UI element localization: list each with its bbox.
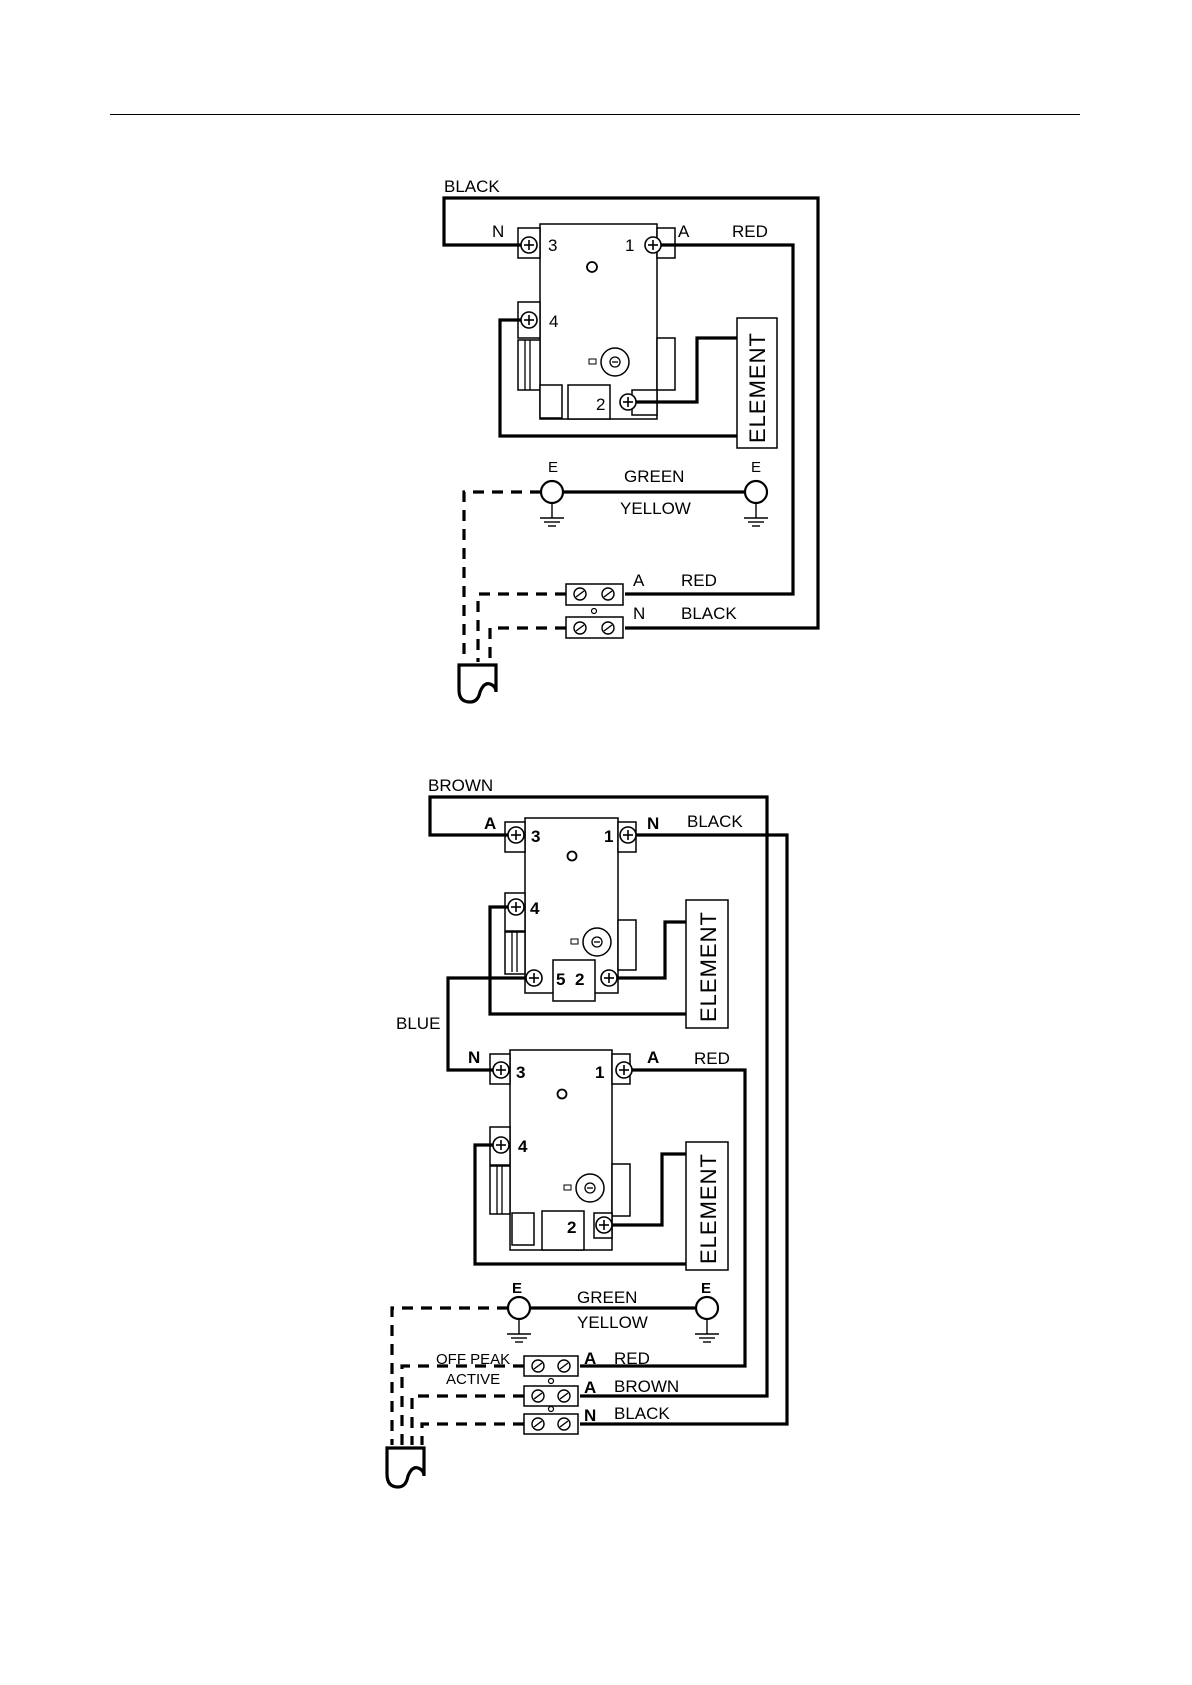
terminal-4-label: 4 bbox=[549, 312, 558, 331]
terminal-2-label: 2 bbox=[596, 395, 605, 414]
label-brown-supply: BROWN bbox=[614, 1377, 679, 1396]
thermostat-lower bbox=[490, 1050, 632, 1250]
label-red-supply: RED bbox=[681, 571, 717, 590]
label-off-peak: OFF PEAK bbox=[436, 1351, 510, 1368]
label-red: RED bbox=[732, 222, 768, 241]
label-n: N bbox=[492, 222, 504, 241]
label-blue: BLUE bbox=[396, 1014, 440, 1033]
lower-terminal-4-label: 4 bbox=[518, 1137, 528, 1156]
label-e-left: E bbox=[548, 459, 558, 476]
upper-terminal-5-label: 5 bbox=[556, 970, 565, 989]
wiring-diagram-single-element: 3 1 4 2 ELEMENT bbox=[444, 177, 818, 702]
label-yellow-2: YELLOW bbox=[577, 1313, 648, 1332]
label-black-supply: BLACK bbox=[681, 604, 737, 623]
label-green-2: GREEN bbox=[577, 1288, 637, 1307]
thermostat-top bbox=[518, 224, 675, 419]
label-n-lower: N bbox=[468, 1048, 480, 1067]
earth-right-icon bbox=[744, 481, 768, 526]
label-e-right: E bbox=[751, 459, 761, 476]
upper-terminal-3-label: 3 bbox=[531, 827, 540, 846]
earth-left-icon bbox=[540, 481, 564, 526]
label-brown: BROWN bbox=[428, 776, 493, 795]
label-a-supply: A bbox=[633, 571, 645, 590]
terminal-block-bottom bbox=[524, 1356, 578, 1434]
lead-neutral-dashed-2 bbox=[422, 1424, 524, 1445]
earth-left-icon-2 bbox=[507, 1297, 531, 1342]
label-black: BLACK bbox=[444, 177, 500, 196]
label-n-upper: N bbox=[647, 814, 659, 833]
terminal-1-label: 1 bbox=[625, 236, 634, 255]
label-a: A bbox=[678, 222, 690, 241]
label-black-supply-2: BLACK bbox=[614, 1404, 670, 1423]
lower-terminal-1-label: 1 bbox=[595, 1063, 604, 1082]
lead-neutral-dashed bbox=[490, 628, 566, 662]
upper-terminal-4-label: 4 bbox=[530, 899, 540, 918]
label-a-brown: A bbox=[584, 1378, 596, 1397]
label-n-supply: N bbox=[633, 604, 645, 623]
wiring-diagram-twin-element: 3 1 4 5 2 ELEMENT bbox=[387, 776, 787, 1487]
label-red-lower: RED bbox=[694, 1049, 730, 1068]
element-upper-label: ELEMENT bbox=[696, 911, 721, 1022]
label-yellow: YELLOW bbox=[620, 499, 691, 518]
plug-icon-2 bbox=[387, 1448, 424, 1487]
label-e-right-2: E bbox=[701, 1280, 711, 1297]
thermostat-upper bbox=[505, 818, 636, 1001]
earth-right-icon-2 bbox=[695, 1297, 719, 1342]
element-top: ELEMENT bbox=[737, 318, 777, 448]
lead-active-dashed-2 bbox=[412, 1396, 524, 1445]
lead-earth-dashed bbox=[464, 492, 541, 662]
label-e-left-2: E bbox=[512, 1280, 522, 1297]
label-green: GREEN bbox=[624, 467, 684, 486]
terminal-block-top bbox=[566, 584, 623, 638]
terminal-3-label: 3 bbox=[548, 236, 557, 255]
element-lower-label: ELEMENT bbox=[696, 1153, 721, 1264]
lower-terminal-3-label: 3 bbox=[516, 1063, 525, 1082]
label-active: ACTIVE bbox=[446, 1371, 500, 1388]
label-a-upper: A bbox=[484, 814, 496, 833]
element-upper: ELEMENT bbox=[686, 900, 728, 1028]
upper-terminal-2-label: 2 bbox=[575, 970, 584, 989]
label-a-lower: A bbox=[647, 1048, 659, 1067]
label-n-black: N bbox=[584, 1406, 596, 1425]
label-black-upper: BLACK bbox=[687, 812, 743, 831]
label-red-supply-2: RED bbox=[614, 1349, 650, 1368]
element-lower: ELEMENT bbox=[686, 1142, 728, 1270]
lower-terminal-2-label: 2 bbox=[567, 1218, 576, 1237]
plug-icon bbox=[459, 665, 496, 702]
element-label: ELEMENT bbox=[745, 332, 770, 443]
upper-terminal-1-label: 1 bbox=[604, 827, 613, 846]
label-a-red: A bbox=[584, 1349, 596, 1368]
